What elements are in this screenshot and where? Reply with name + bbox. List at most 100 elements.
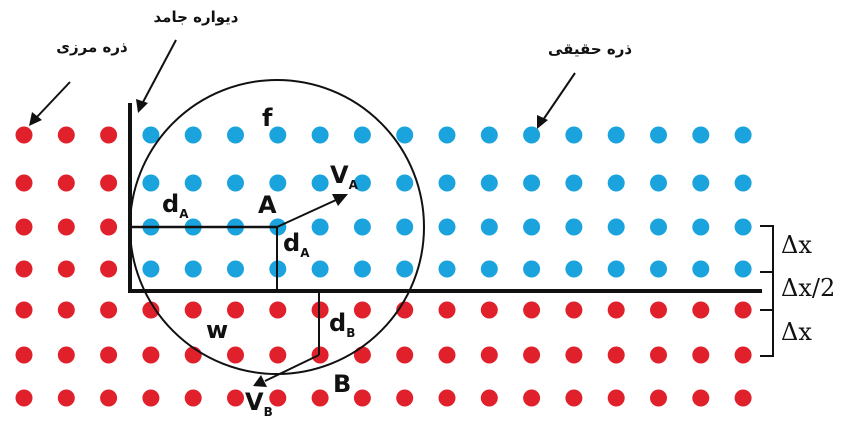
spacing-bracket-top: [760, 225, 774, 273]
real-particle: [396, 218, 414, 236]
spacing-bracket-mid: [766, 271, 774, 311]
real-particle: [438, 218, 456, 236]
real-particle: [650, 260, 667, 278]
boundary-particle: [57, 346, 75, 364]
real-particle: [353, 174, 371, 192]
real-particle: [184, 260, 202, 278]
real-particle: [734, 126, 752, 144]
real-particle: [311, 218, 329, 236]
real-particle: [269, 174, 287, 192]
real-particle: [438, 174, 456, 192]
particle-grid: [15, 126, 752, 407]
velocity-b-arrow: [264, 354, 320, 382]
real-particle: [311, 260, 329, 278]
distance-da-vertical-label: dA: [283, 229, 310, 260]
real-particle: [523, 260, 541, 278]
boundary-particle: [227, 389, 244, 407]
boundary-particle: [565, 346, 583, 364]
boundary-particle: [353, 301, 371, 319]
boundary-particle: [184, 389, 202, 407]
velocity-a-arrow: [276, 199, 337, 228]
real-particle: [353, 126, 371, 144]
real-particle: [523, 174, 541, 192]
real-particle: [184, 174, 202, 192]
boundary-particle: [100, 260, 118, 278]
boundary-particle: [565, 301, 583, 319]
wall-domain-label: w: [206, 316, 228, 344]
spacing-dx-bottom-label: Δx: [781, 318, 812, 346]
real-particle: [565, 126, 583, 144]
boundary-particle: [607, 346, 625, 364]
boundary-particle: [523, 389, 541, 407]
wall-pointer-arrow: [141, 39, 177, 105]
boundary-particle: [100, 346, 118, 364]
boundary-particle: [100, 301, 118, 319]
boundary-particle: [734, 301, 752, 319]
fluid-domain-label: f: [262, 104, 273, 132]
boundary-particle: [100, 389, 118, 407]
boundary-particle: [650, 389, 667, 407]
velocity-b-arrowhead: [253, 375, 267, 387]
real-particle: [650, 218, 667, 236]
real-particle: [692, 126, 710, 144]
real-particle: [142, 260, 160, 278]
boundary-particle: [269, 389, 287, 407]
boundary-particle: [523, 346, 541, 364]
real-particle: [480, 260, 498, 278]
real-pointer-arrowhead: [537, 115, 548, 129]
real-pointer-arrow: [542, 72, 576, 121]
real-particle: [438, 260, 456, 278]
real-particle: [227, 126, 244, 144]
boundary-particle: [396, 389, 414, 407]
boundary-particle: [353, 346, 371, 364]
real-particle: [353, 218, 371, 236]
real-particle: [734, 174, 752, 192]
real-particle: [311, 174, 329, 192]
real-particle: [734, 260, 752, 278]
boundary-particle: [15, 260, 33, 278]
real-particle: [142, 174, 160, 192]
real-particle: [227, 260, 244, 278]
boundary-particle: [269, 301, 287, 319]
real-particle: [607, 126, 625, 144]
boundary-particle: [184, 346, 202, 364]
boundary-particle: [692, 346, 710, 364]
real-particle: [692, 260, 710, 278]
real-particle-label: ذره حقیقی: [548, 40, 632, 58]
distance-da-horizontal-label: dA: [162, 190, 189, 221]
velocity-a-arrowhead: [332, 194, 348, 206]
real-particle: [565, 260, 583, 278]
boundary-particle: [227, 301, 244, 319]
boundary-particle: [480, 389, 498, 407]
boundary-particle: [57, 174, 75, 192]
velocity-a-label: VA: [330, 161, 359, 192]
boundary-particle: [734, 389, 752, 407]
boundary-particle: [438, 346, 456, 364]
boundary-particle: [269, 346, 287, 364]
boundary-particle: [57, 126, 75, 144]
boundary-particle: [15, 174, 33, 192]
real-particle: [607, 260, 625, 278]
real-particle: [142, 126, 160, 144]
boundary-particle: [311, 346, 329, 364]
boundary-particle: [480, 301, 498, 319]
boundary-particle: [100, 126, 118, 144]
real-particle: [565, 218, 583, 236]
boundary-particle: [57, 389, 75, 407]
spacing-dx-half-label: Δx/2: [781, 274, 835, 302]
real-particle: [396, 174, 414, 192]
boundary-particle: [15, 389, 33, 407]
boundary-particle: [565, 389, 583, 407]
spacing-dx-top-label: Δx: [781, 231, 812, 259]
real-particle: [650, 174, 667, 192]
boundary-particle: [438, 301, 456, 319]
boundary-particle-label: ذره مرزی: [56, 38, 128, 56]
boundary-particle: [650, 346, 667, 364]
real-particle: [523, 218, 541, 236]
real-particle: [480, 126, 498, 144]
boundary-particle: [692, 389, 710, 407]
boundary-particle: [523, 301, 541, 319]
particle-b-label: B: [333, 370, 351, 398]
boundary-particle: [396, 346, 414, 364]
